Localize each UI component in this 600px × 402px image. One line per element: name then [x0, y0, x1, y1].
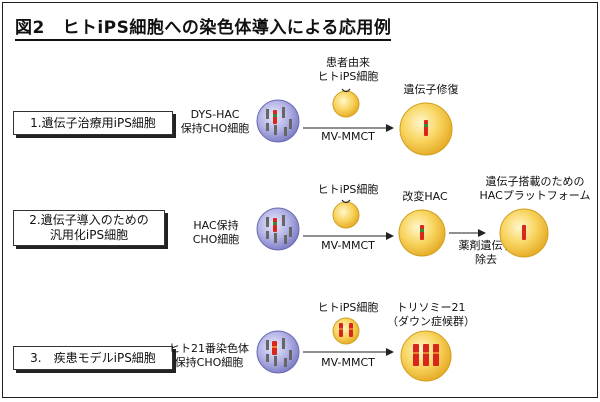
- row1-method-label: MV-MMCT: [321, 130, 375, 143]
- row2-ips-cell: [332, 199, 360, 229]
- figure-title: 図2 ヒトiPS細胞への染色体導入による応用例: [15, 13, 392, 41]
- row1-ips-cell: [332, 88, 360, 118]
- row2-final-cell: [499, 208, 549, 258]
- row1-recipient-label: 患者由来 ヒトiPS細胞: [317, 56, 379, 83]
- row1-donor-label: DYS-HAC 保持CHO細胞: [180, 108, 250, 135]
- row2-final-label: 遺伝子搭載のための HACプラットフォーム: [479, 175, 591, 202]
- row3-result-label: トリソミー21 （ダウン症候群）: [387, 301, 475, 328]
- row3-result-cell: [400, 330, 452, 382]
- row2-result-label: 改変HAC: [402, 190, 448, 203]
- figure-frame: 図2 ヒトiPS細胞への染色体導入による応用例 1.遺伝子治療用iPS細胞 2.…: [2, 2, 598, 398]
- row3-ips-cell: [332, 317, 360, 345]
- row1-cho-cell: [256, 99, 300, 143]
- row2-cho-cell: [256, 207, 300, 251]
- row3-recipient-label: ヒトiPS細胞: [317, 301, 379, 314]
- row3-cho-cell: [256, 330, 300, 374]
- row1-result-label: 遺伝子修復: [403, 83, 459, 96]
- row2-label: 2.遺伝子導入のための 汎用化iPS細胞: [13, 210, 165, 246]
- row3-method-label: MV-MMCT: [321, 356, 375, 369]
- row3-label: 3. 疾患モデルiPS細胞: [13, 346, 173, 370]
- row2-result-cell: [398, 209, 446, 257]
- diagram-graphics: [256, 88, 549, 382]
- row3-donor-label: ヒト21番染色体 保持CHO細胞: [169, 342, 249, 369]
- row1-label: 1.遺伝子治療用iPS細胞: [13, 111, 173, 135]
- row2-recipient-label: ヒトiPS細胞: [317, 183, 379, 196]
- row1-result-cell: [399, 102, 453, 156]
- row2-method-label: MV-MMCT: [321, 239, 375, 252]
- row2-step-label: 薬剤遺伝子 除去: [458, 239, 514, 266]
- row2-donor-label: HAC保持 CHO細胞: [192, 219, 240, 246]
